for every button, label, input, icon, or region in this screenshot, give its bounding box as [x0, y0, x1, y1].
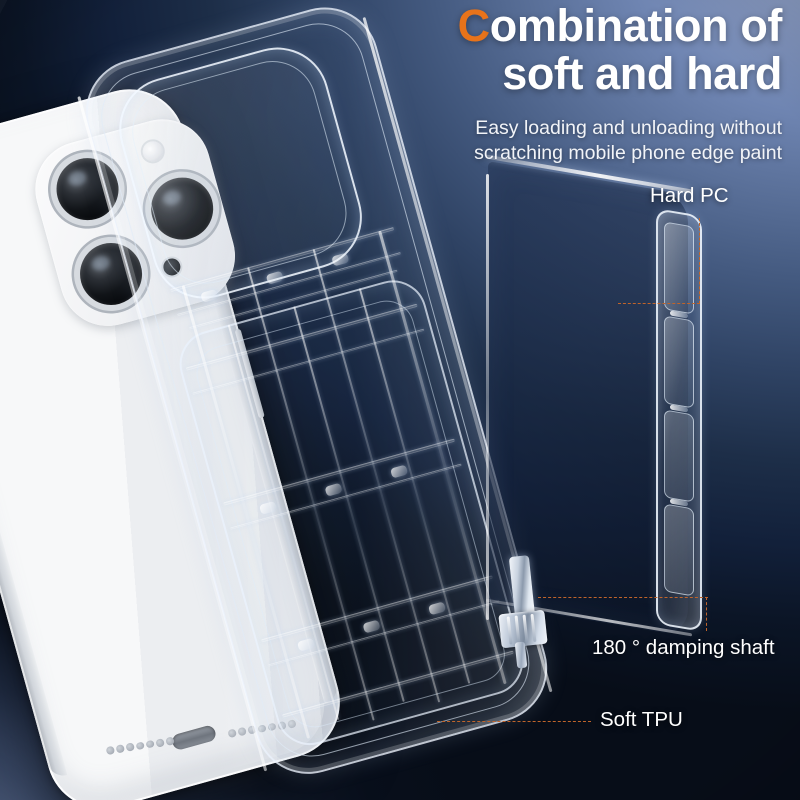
- headline-accent-letter: C: [457, 0, 491, 51]
- leader-line-hard-pc-vertical: [699, 218, 700, 304]
- callout-label-hard-pc: Hard PC: [650, 184, 729, 207]
- hinge-rib: [522, 614, 529, 643]
- hinge-rib: [506, 616, 513, 645]
- callout-label-soft-tpu: Soft TPU: [600, 708, 683, 731]
- pc-side-rail: [656, 208, 702, 632]
- pc-rail-segment: [664, 503, 694, 597]
- leader-line-shaft-vertical: [706, 597, 707, 631]
- hard-pc-back-plate: [470, 150, 720, 650]
- leader-line-soft-tpu: [437, 721, 591, 722]
- leader-line-shaft-horizontal: [538, 597, 708, 598]
- hinge-rib: [514, 615, 521, 644]
- subtitle: Easy loading and unloading without scrat…: [242, 116, 782, 167]
- damping-shaft-hinge: [492, 555, 562, 669]
- hinge-column: [508, 555, 536, 619]
- subtitle-line-2: scratching mobile phone edge paint: [474, 142, 782, 165]
- leader-line-hard-pc-horizontal: [618, 303, 700, 304]
- headline-line1-rest: ombination of: [489, 0, 783, 51]
- hinge-rib: [530, 613, 537, 642]
- pc-rail-segment: [664, 221, 694, 315]
- headline-line2: soft and hard: [502, 47, 782, 99]
- pc-left-edge: [486, 174, 489, 620]
- pc-rail-segment: [664, 409, 694, 503]
- subtitle-line-1: Easy loading and unloading without: [475, 117, 782, 139]
- callout-label-damping-shaft: 180 ° damping shaft: [592, 636, 775, 659]
- pc-rail-segment: [664, 315, 694, 409]
- page-title: Combination of soft and hard: [262, 0, 783, 99]
